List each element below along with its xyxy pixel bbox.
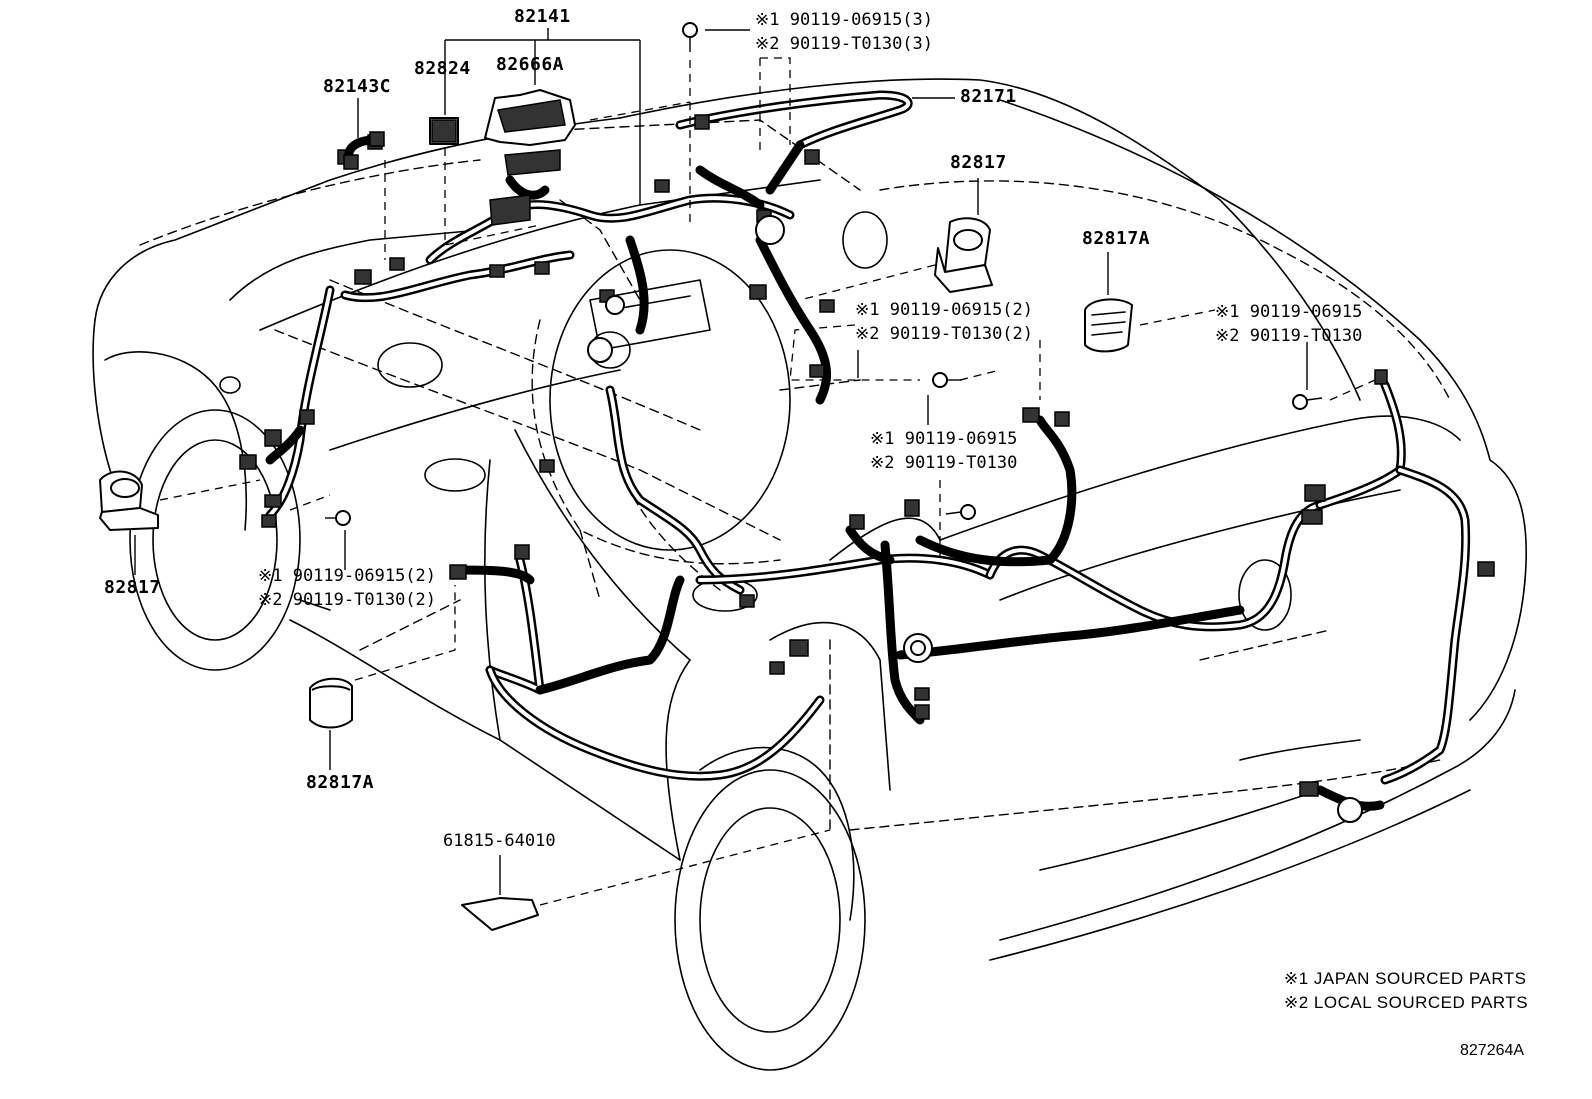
callout-61815-64010: 61815-64010 [443, 831, 556, 851]
bolt-top-line1: ※1 90119-06915(3) [755, 10, 934, 30]
diagram-reference-number: 827264A [1460, 1042, 1525, 1059]
bolt-left-line2: ※2 90119-T0130(2) [258, 590, 437, 610]
legend-japan-sourced: ※1 JAPAN SOURCED PARTS [1284, 969, 1527, 988]
bolts [325, 22, 1323, 526]
part-61815-shape [461, 897, 539, 931]
bolt-center-upper-line2: ※2 90119-T0130(2) [855, 324, 1034, 344]
part-82666a-shape [484, 89, 576, 226]
callout-82143c: 82143C [323, 76, 392, 97]
bolt-right-line1: ※1 90119-06915 [1215, 302, 1363, 322]
callout-82817a-bottom: 82817A [306, 772, 375, 793]
callout-82817-left: 82817 [104, 577, 161, 598]
part-82817-left-shape [99, 470, 159, 531]
wire-harness-group [265, 90, 1471, 811]
bolt-left-line1: ※1 90119-06915(2) [258, 566, 437, 586]
legend-local-sourced: ※2 LOCAL SOURCED PARTS [1284, 993, 1529, 1012]
callout-82666a: 82666A [496, 54, 565, 75]
callout-82817a-right: 82817A [1082, 228, 1151, 249]
part-82817a-bottom-shape [309, 677, 353, 729]
connectors [239, 114, 1495, 823]
part-82824-shape [429, 117, 459, 145]
bolt-right-line2: ※2 90119-T0130 [1215, 326, 1363, 346]
part-82817-top-shape [934, 217, 993, 293]
bolt-center-upper-line1: ※1 90119-06915(2) [855, 300, 1034, 320]
part-82817a-right-shape [1084, 298, 1133, 353]
callout-82141: 82141 [514, 6, 571, 27]
callout-82824: 82824 [414, 58, 471, 79]
part-82143c-shape [343, 131, 385, 170]
bolt-center-lower-line2: ※2 90119-T0130 [870, 453, 1018, 473]
leader-lines [134, 28, 1376, 906]
bolt-center-lower-line1: ※1 90119-06915 [870, 429, 1018, 449]
callout-82171: 82171 [960, 86, 1017, 107]
bolt-top-line2: ※2 90119-T0130(3) [755, 34, 934, 54]
callout-82817-top: 82817 [950, 152, 1007, 173]
